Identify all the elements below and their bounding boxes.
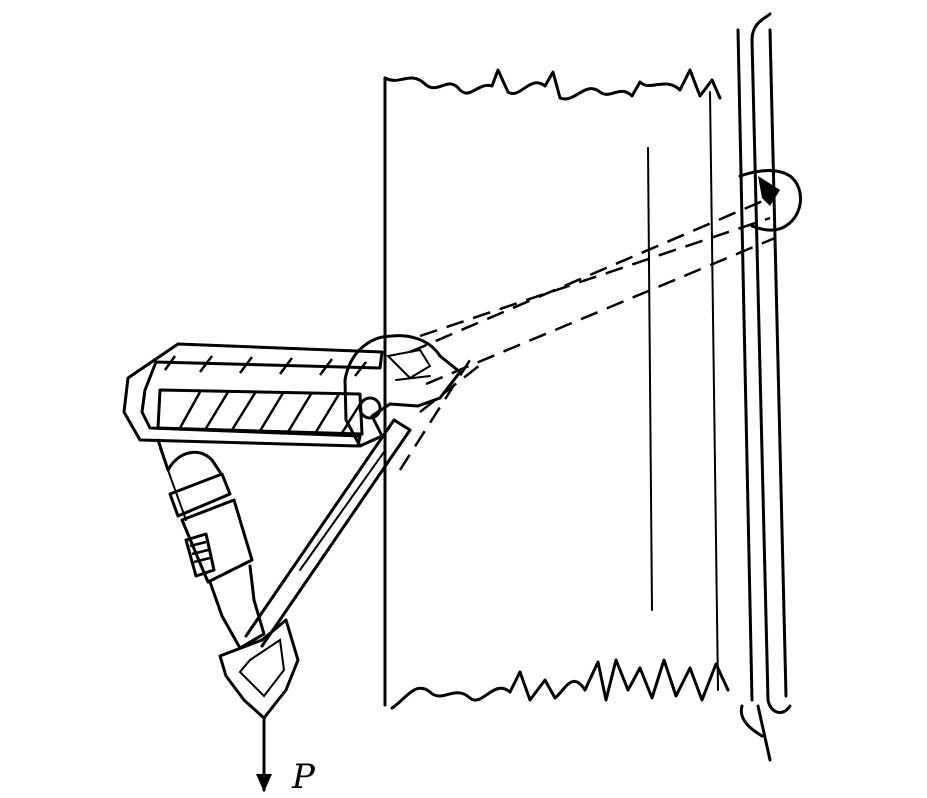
wall-clamp xyxy=(343,334,462,448)
wall-panel xyxy=(383,68,730,710)
load-label: P xyxy=(291,757,316,797)
pole xyxy=(736,12,802,762)
turnbuckle xyxy=(156,438,266,650)
diagonal-brace xyxy=(218,418,412,720)
bracket-arm xyxy=(122,342,384,448)
load-arrow xyxy=(256,716,272,792)
sight-lines xyxy=(398,198,776,471)
